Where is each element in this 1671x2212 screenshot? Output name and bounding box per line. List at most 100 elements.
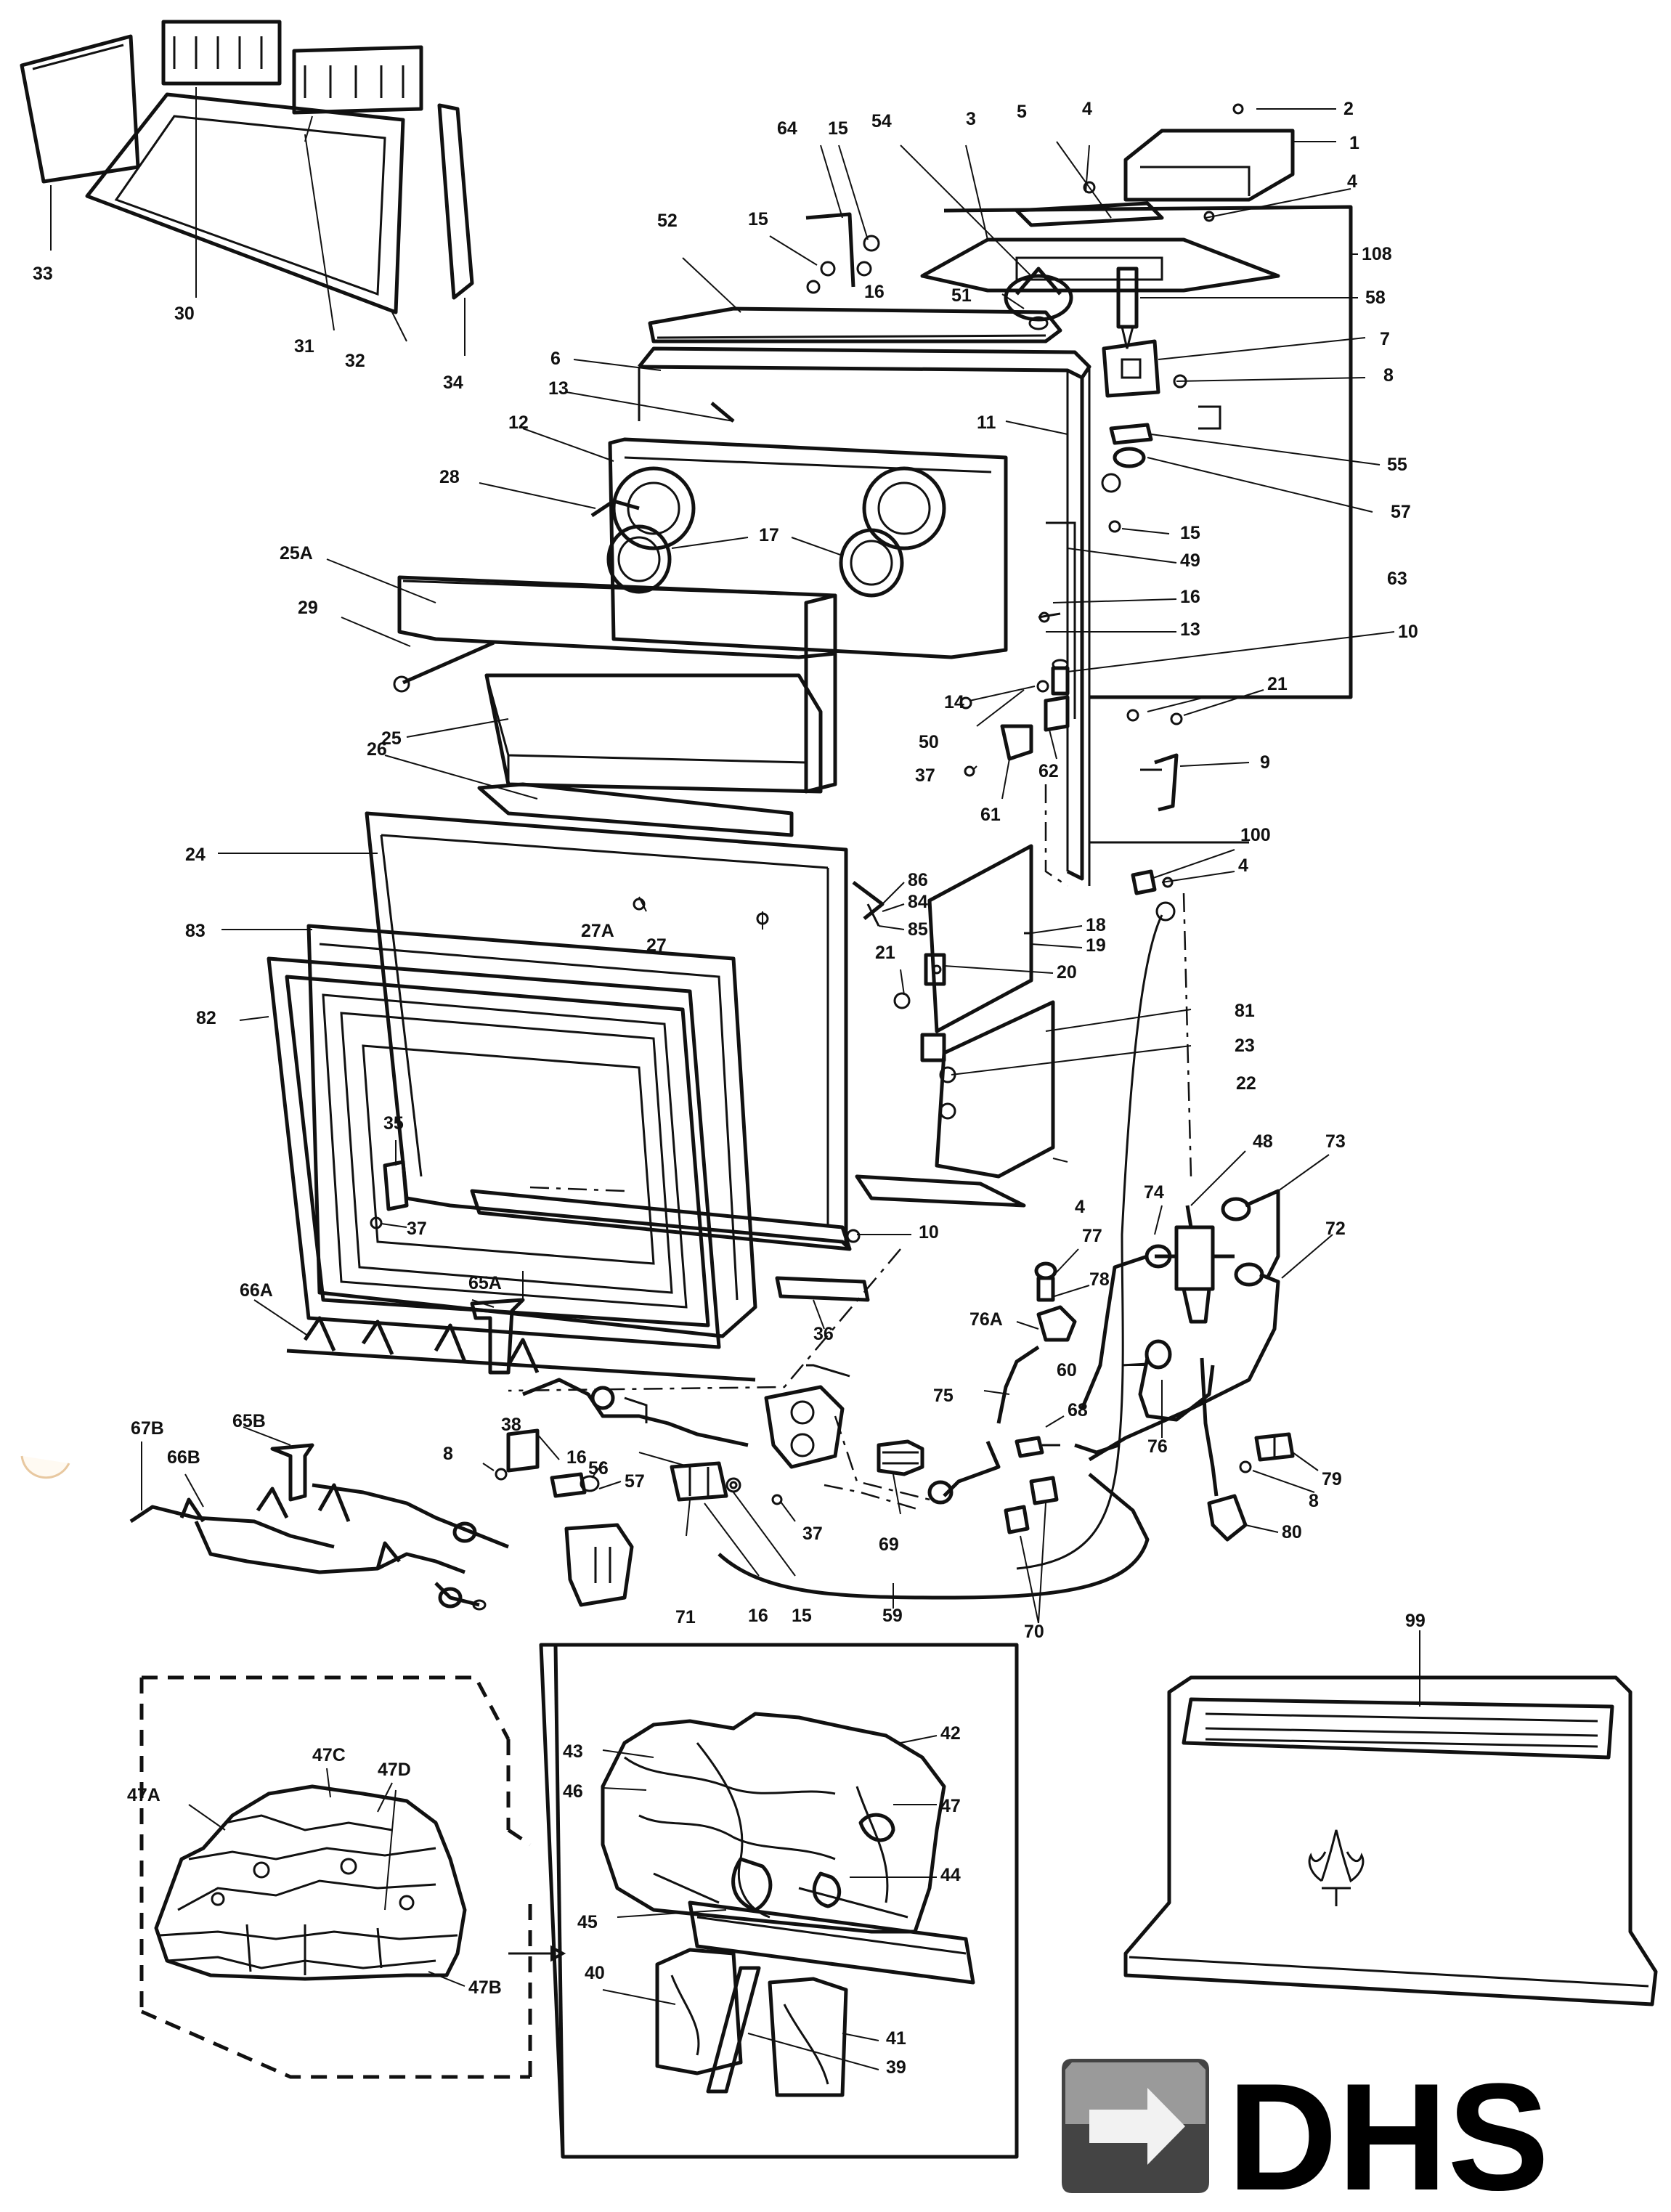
callout-18: 18: [1086, 915, 1106, 935]
callout-49: 49: [1180, 550, 1200, 571]
log-retainer-30-left: [161, 20, 282, 86]
callout-4: 4: [1082, 99, 1092, 119]
callout-16: 16: [748, 1606, 768, 1626]
brackets-86-84-85: [852, 881, 885, 927]
log-set-inset-47: [139, 1675, 532, 2079]
log-pile-47: [154, 1784, 467, 1981]
clip-20: [924, 953, 946, 986]
callout-5: 5: [1017, 102, 1027, 122]
callout-84: 84: [908, 892, 928, 912]
callout-35: 35: [383, 1113, 404, 1134]
door-frame-83: [306, 924, 757, 1338]
callout-50: 50: [919, 732, 939, 752]
panel-81: [935, 1000, 1055, 1179]
callout-21: 21: [875, 943, 895, 963]
callout-19: 19: [1086, 935, 1106, 956]
callout-11: 11: [977, 412, 996, 433]
tube-60-arrow: [1121, 1362, 1148, 1367]
callout-65A: 65A: [468, 1273, 502, 1293]
latch-35: [383, 1160, 409, 1211]
fitting-77-78: [1034, 1261, 1057, 1302]
callout-99: 99: [1405, 1611, 1426, 1631]
callout-23: 23: [1235, 1036, 1255, 1056]
pilot-tube-65B: [312, 1483, 509, 1549]
side-panel-33: [20, 34, 140, 184]
callout-86: 86: [908, 870, 928, 890]
plate-38: [506, 1428, 540, 1473]
callout-58: 58: [1365, 288, 1386, 308]
callout-51: 51: [951, 285, 972, 306]
callout-24: 24: [185, 845, 206, 865]
callout-12: 12: [508, 412, 529, 433]
callout-79: 79: [1322, 1469, 1342, 1489]
callout-52: 52: [657, 211, 678, 231]
callout-48: 48: [1253, 1131, 1273, 1152]
callout-62: 62: [1038, 761, 1059, 781]
callout-15: 15: [828, 118, 848, 139]
callout-28: 28: [439, 467, 460, 487]
callout-16: 16: [566, 1447, 587, 1468]
firebox-frame-24: [365, 811, 852, 1251]
callout-40: 40: [585, 1963, 605, 1983]
log-retainer-30-right: [292, 45, 423, 115]
heat-shield-25A: [397, 575, 837, 794]
valve-bracket-10: [1051, 659, 1070, 696]
burner-26: [477, 782, 794, 837]
side-panel-18: [927, 844, 1033, 1033]
valve-block-37: [764, 1385, 845, 1469]
punch-hole: [20, 1455, 70, 1479]
louver-99: [1123, 1675, 1658, 2006]
control-module-71: [670, 1461, 728, 1502]
callout-29: 29: [298, 598, 318, 618]
callout-14: 14: [944, 692, 964, 712]
grate-66B-67B: [129, 1483, 487, 1611]
callout-10: 10: [1398, 622, 1418, 642]
callout-7: 7: [1380, 329, 1390, 349]
flue-ring-17-left: [606, 524, 672, 594]
callout-4: 4: [1347, 171, 1357, 192]
clip-23: [920, 1033, 946, 1062]
callout-33: 33: [33, 264, 53, 284]
callout-82: 82: [196, 1008, 216, 1028]
callout-75: 75: [933, 1386, 954, 1406]
callout-47A: 47A: [127, 1785, 160, 1805]
callout-60: 60: [1057, 1360, 1077, 1381]
valve-block-65B: [564, 1523, 634, 1607]
callout-66A: 66A: [240, 1280, 273, 1301]
elbow-80: [1207, 1494, 1248, 1542]
door-82: [267, 956, 721, 1349]
callout-27: 27: [646, 935, 667, 956]
rail-36: [775, 1276, 870, 1302]
callout-16: 16: [864, 282, 885, 302]
callout-31: 31: [294, 336, 314, 357]
callout-55: 55: [1387, 455, 1407, 475]
ember-tray-40-41: [655, 1948, 848, 2097]
firebox-shell: [638, 346, 1091, 886]
callout-47D: 47D: [378, 1760, 411, 1780]
callout-6: 6: [550, 349, 561, 369]
gasket-57: [1113, 447, 1146, 468]
tube-valve-down: [1200, 1357, 1219, 1497]
callout-59: 59: [882, 1606, 903, 1626]
callout-78: 78: [1089, 1269, 1110, 1290]
callout-43: 43: [563, 1741, 583, 1762]
callout-10: 10: [919, 1222, 939, 1243]
callout-81: 81: [1235, 1001, 1255, 1021]
log-grate-66A: [286, 1316, 756, 1382]
callout-17: 17: [759, 525, 779, 545]
callout-44: 44: [940, 1865, 961, 1885]
callout-15: 15: [1180, 523, 1200, 543]
callout-4: 4: [1075, 1197, 1085, 1217]
callout-8: 8: [1383, 365, 1394, 386]
callout-76A: 76A: [969, 1309, 1003, 1330]
pilot-tube-65A: [522, 1378, 749, 1447]
callout-1: 1: [1349, 133, 1359, 153]
callout-57: 57: [625, 1471, 645, 1492]
callout-54: 54: [871, 111, 892, 131]
callout-15: 15: [748, 209, 768, 229]
callout-47B: 47B: [468, 1977, 502, 1998]
bracket-61: [1000, 724, 1033, 761]
callout-72: 72: [1325, 1219, 1346, 1239]
